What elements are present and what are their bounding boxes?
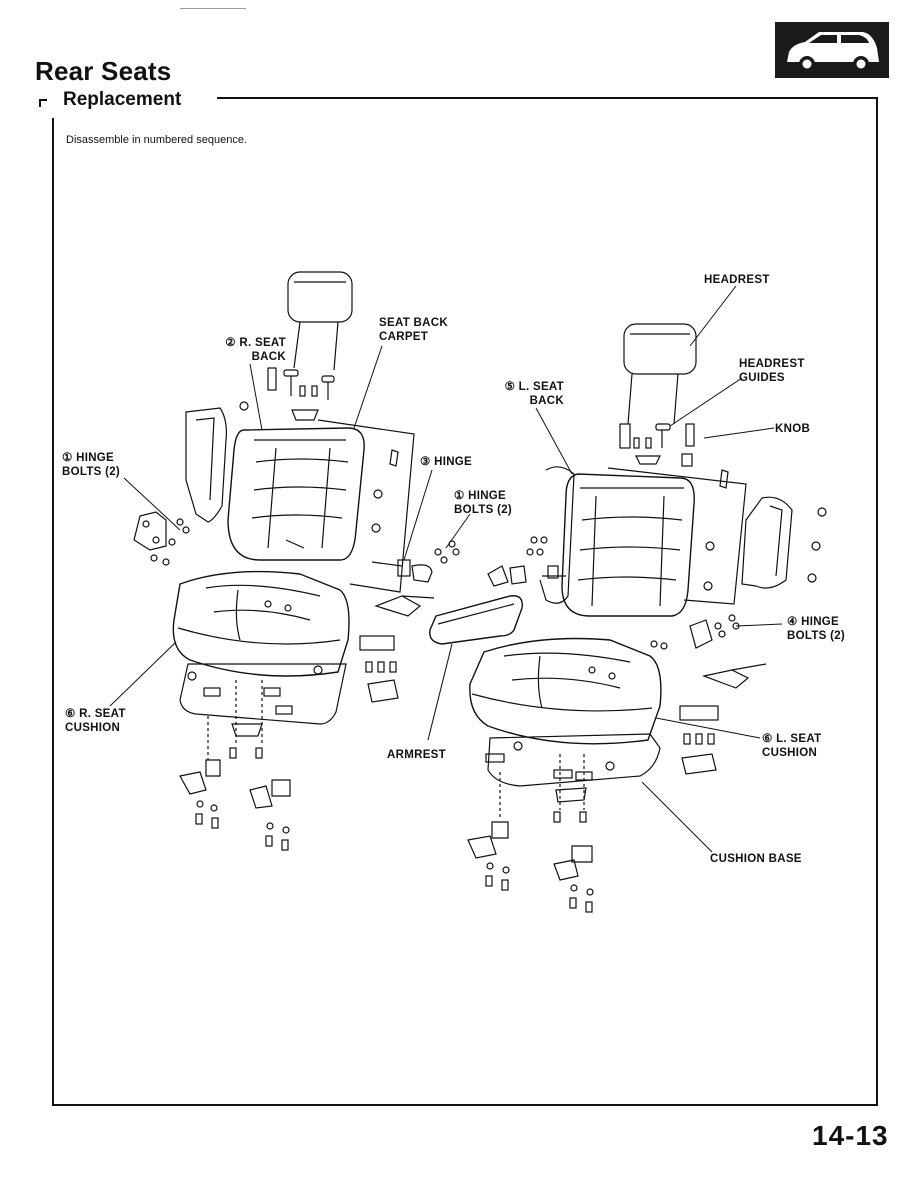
label-r-seat-back: ② R. SEAT BACK <box>225 337 286 363</box>
r-headrest-guides <box>267 367 335 421</box>
r-headrest <box>287 271 353 371</box>
l-lower-hardware <box>467 754 594 913</box>
page-title: Rear Seats <box>35 56 172 86</box>
label-armrest: ARMREST <box>387 749 446 761</box>
r-cushion-base <box>179 663 347 737</box>
label-headrest: HEADREST <box>704 274 770 286</box>
label-knob: KNOB <box>775 423 811 435</box>
l-headrest-guides <box>619 423 695 467</box>
frame-left <box>39 99 41 107</box>
r-seat-back-carpet <box>317 419 415 593</box>
label-cushion-base: CUSHION BASE <box>710 853 802 865</box>
label-hinge-bolts-4: ④ HINGE BOLTS (2) <box>787 616 846 642</box>
l-pad <box>679 705 719 721</box>
armrest <box>429 595 523 645</box>
r-seat-cushion <box>172 570 350 677</box>
label-headrest-guides: HEADREST GUIDES <box>739 358 805 384</box>
label-hinge-bolts-1-left: ① HINGE BOLTS (2) <box>62 452 121 478</box>
frame-top <box>217 97 878 99</box>
leader-lines <box>109 285 783 853</box>
label-seat-back-carpet: SEAT BACK CARPET <box>379 317 448 343</box>
intro-text: Disassemble in numbered sequence. <box>66 134 247 146</box>
page-number: 14-13 <box>812 1120 889 1151</box>
frame-bottom <box>52 1104 878 1106</box>
l-seat-back-carpet <box>607 467 747 605</box>
label-l-seat-cushion: ⑥ L. SEAT CUSHION <box>762 733 822 759</box>
l-seat-back <box>539 466 695 617</box>
car-body-icon <box>775 22 889 78</box>
l-seat-cushion <box>469 637 662 745</box>
label-hinge-3: ③ HINGE <box>420 456 473 468</box>
center-hinge-parts <box>359 540 460 703</box>
l-side-panel <box>741 496 827 589</box>
l-hinge-hardware <box>487 536 566 587</box>
frame-left-lower <box>52 118 54 1105</box>
r-hinge-bracket <box>133 511 190 566</box>
r-lower-hardware <box>179 680 291 851</box>
l-hinge-4 <box>650 614 767 689</box>
l-cushion-base <box>485 733 661 803</box>
frame-right <box>876 97 878 1105</box>
l-side-bolts <box>681 733 717 775</box>
r-seat-back <box>227 427 365 561</box>
l-headrest <box>623 323 697 425</box>
label-hinge-bolts-1-center: ① HINGE BOLTS (2) <box>454 490 513 516</box>
section-subtitle: Replacement <box>63 89 182 110</box>
label-r-seat-cushion: ⑥ R. SEAT CUSHION <box>65 708 126 734</box>
frame-top-left-tick <box>39 99 47 101</box>
r-side-panel <box>185 401 249 523</box>
top-rule <box>180 8 246 9</box>
label-l-seat-back: ⑤ L. SEAT BACK <box>504 381 564 407</box>
